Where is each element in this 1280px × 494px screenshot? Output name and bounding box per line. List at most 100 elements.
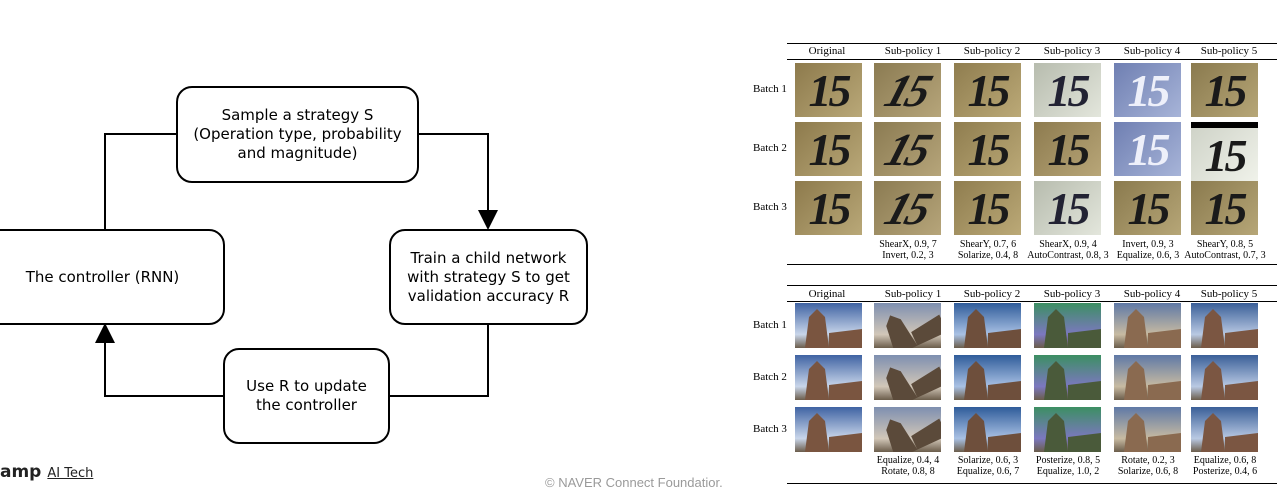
column-header: Sub-policy 3 <box>1043 288 1101 300</box>
tower-silhouette <box>1201 413 1258 452</box>
digit-image: 15 <box>874 63 941 117</box>
digit-image: 15 <box>954 63 1021 117</box>
tower-silhouette <box>964 413 1021 452</box>
scene-image <box>795 355 862 400</box>
digit-image: 15 <box>954 181 1021 235</box>
digit-glyph: 15 <box>1204 64 1248 116</box>
tower-silhouette <box>1044 361 1101 400</box>
policy-caption: ShearX, 0.9, 4 AutoContrast, 0.8, 3 <box>1027 239 1109 261</box>
scene-image <box>1114 303 1181 348</box>
digit-image: 15 <box>1191 63 1258 117</box>
tower-silhouette <box>1201 361 1258 400</box>
table-rule <box>787 43 1277 44</box>
digit-glyph: 15 <box>808 182 852 234</box>
digit-glyph: 15 <box>1204 129 1248 181</box>
digit-glyph: 15 <box>1127 182 1171 234</box>
tower-shape <box>964 309 1021 348</box>
node-controller-rnn: The controller (RNN) <box>0 229 225 325</box>
scene-image <box>1191 303 1258 348</box>
flow-arrows <box>95 133 498 397</box>
scene-image <box>1191 407 1258 452</box>
column-header: Original <box>808 288 846 300</box>
tower-shape <box>805 413 862 452</box>
tower-silhouette <box>886 418 941 452</box>
tower-silhouette <box>805 309 862 348</box>
tower-shape <box>1044 361 1101 400</box>
scene-image <box>795 407 862 452</box>
scene-image <box>1034 355 1101 400</box>
digit-image: 15 <box>1034 122 1101 176</box>
tower-shape <box>1201 413 1258 452</box>
digit-image: 15 <box>1114 122 1181 176</box>
column-header: Sub-policy 2 <box>963 45 1021 57</box>
tower-silhouette <box>1201 309 1258 348</box>
scene-image <box>1114 407 1181 452</box>
copyright-text: © NAVER Connect Foundatior. <box>545 475 723 490</box>
table-rule <box>787 59 1277 60</box>
column-header: Sub-policy 1 <box>884 45 942 57</box>
digit-image: 15 <box>795 122 862 176</box>
tower-shape <box>886 314 941 348</box>
digit-glyph: 15 <box>1047 123 1091 175</box>
tower-shape <box>1044 413 1101 452</box>
digit-glyph: 15 <box>967 123 1011 175</box>
node-update-controller: Use R to update the controller <box>223 348 390 444</box>
digit-image: 15 <box>874 122 941 176</box>
scene-image <box>795 303 862 348</box>
row-label: Batch 1 <box>753 318 787 331</box>
digit-glyph: 15 <box>808 64 852 116</box>
digit-image: 15 <box>874 181 941 235</box>
tower-shape <box>886 366 941 400</box>
scene-image <box>1191 355 1258 400</box>
node-train-child-network: Train a child network with strategy S to… <box>389 229 588 325</box>
tower-shape <box>805 309 862 348</box>
scene-image <box>874 407 941 452</box>
arrow-update-to-controller <box>95 323 223 397</box>
tower-silhouette <box>964 361 1021 400</box>
arrow-train-to-update <box>390 325 489 397</box>
policy-caption: Invert, 0.9, 3 Equalize, 0.6, 3 <box>1116 239 1180 261</box>
digit-image: 15 <box>1114 181 1181 235</box>
tower-shape <box>805 361 862 400</box>
policy-caption: ShearY, 0.7, 6 Solarize, 0.4, 8 <box>957 239 1019 261</box>
scene-image <box>954 407 1021 452</box>
scene-image <box>954 303 1021 348</box>
tower-silhouette <box>1124 361 1181 400</box>
tower-silhouette <box>1124 413 1181 452</box>
tower-shape <box>964 361 1021 400</box>
policy-caption: Equalize, 0.4, 4 Rotate, 0.8, 8 <box>876 455 940 477</box>
policy-caption: Equalize, 0.6, 8 Posterize, 0.4, 6 <box>1192 455 1258 477</box>
tower-shape <box>1201 361 1258 400</box>
table-rule <box>787 301 1277 302</box>
tower-silhouette <box>886 366 941 400</box>
digit-image: 15 <box>954 122 1021 176</box>
scene-image <box>874 355 941 400</box>
policy-caption: ShearX, 0.9, 7 Invert, 0.2, 3 <box>879 239 937 261</box>
tower-silhouette <box>1044 413 1101 452</box>
digit-image: 15 <box>795 181 862 235</box>
digit-image: 15 <box>1191 122 1258 182</box>
tower-shape <box>1044 309 1101 348</box>
column-header: Sub-policy 3 <box>1043 45 1101 57</box>
tower-shape <box>1201 309 1258 348</box>
row-label: Batch 1 <box>753 83 787 95</box>
row-label: Batch 3 <box>753 201 787 213</box>
policy-caption: ShearY, 0.8, 5 AutoContrast, 0.7, 3 <box>1184 239 1266 261</box>
column-header: Sub-policy 5 <box>1200 45 1258 57</box>
tower-silhouette <box>886 314 941 348</box>
row-label: Batch 3 <box>753 422 787 435</box>
policy-caption: Solarize, 0.6, 3 Equalize, 0.6, 7 <box>956 455 1020 477</box>
scene-image <box>874 303 941 348</box>
tower-silhouette <box>805 413 862 452</box>
tower-silhouette <box>964 309 1021 348</box>
scene-image <box>1034 407 1101 452</box>
scene-image <box>1034 303 1101 348</box>
table-rule <box>787 285 1277 286</box>
digit-glyph: 15 <box>1204 182 1248 234</box>
digit-glyph: 15 <box>1047 64 1091 116</box>
arrow-controller-to-sample <box>104 133 177 229</box>
scene-image <box>1114 355 1181 400</box>
column-header: Sub-policy 4 <box>1123 45 1181 57</box>
scene-image <box>954 355 1021 400</box>
